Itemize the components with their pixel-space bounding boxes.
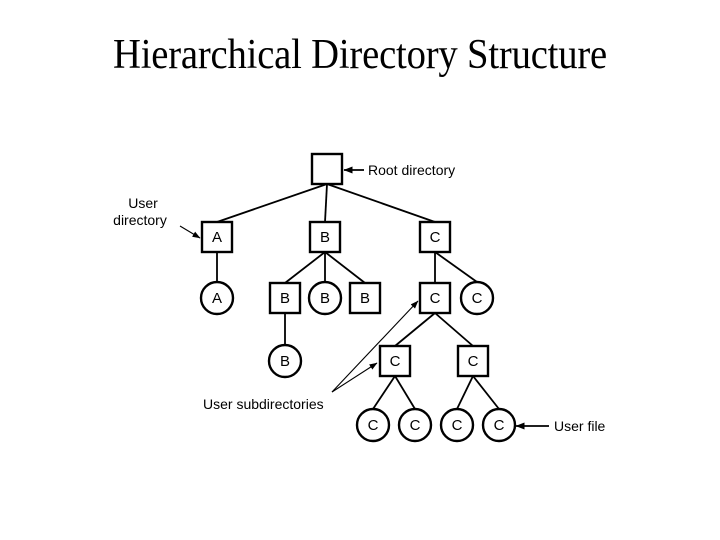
tree-node-label: C [472,290,483,307]
tree-node-label: C [390,353,401,370]
annotation-arrow-icon [179,225,201,239]
tree-edges [216,183,500,410]
tree-node-b1[interactable]: B [308,220,342,254]
tree-node-c4b[interactable]: C [397,407,433,443]
tree-node-c2[interactable]: C [418,281,452,315]
file-circle-icon [267,343,303,379]
tree-edge [324,183,328,223]
annotation-arrow-icon [331,300,419,393]
tree-node-label: C [368,417,379,434]
annotation-label: User subdirectories [203,396,324,412]
annotation-label: Root directory [368,162,455,178]
annotation-root-directory: Root directory [343,162,455,178]
tree-node-b2c[interactable]: B [348,281,382,315]
tree-edge [372,375,396,410]
tree-node-label: A [212,290,222,307]
directory-box-icon [308,220,342,254]
tree-edge [434,312,474,347]
tree-node-label: C [430,229,441,246]
annotation-arrow-icon [331,362,378,393]
tree-node-a1[interactable]: A [200,220,234,254]
directory-box-icon [418,220,452,254]
file-circle-icon [481,407,517,443]
tree-node-a2[interactable]: A [199,280,235,316]
annotation-label: User [128,195,158,211]
annotation-label: User file [554,418,606,434]
tree-edge [456,375,474,410]
tree-node-c4c[interactable]: C [439,407,475,443]
tree-edge [324,251,366,284]
tree-node-c3b[interactable]: C [456,344,490,378]
tree-node-c3a[interactable]: C [378,344,412,378]
tree-node-label: B [360,290,370,307]
annotation-user-file: User file [515,418,606,434]
tree-node-label: C [468,353,479,370]
tree-edge [394,375,416,410]
tree-node-label: C [494,417,505,434]
tree-edge [434,251,478,283]
tree-edge [216,183,328,223]
directory-box-icon [348,281,382,315]
tree-node-root[interactable] [310,152,344,186]
file-circle-icon [397,407,433,443]
page-title: Hierarchical Directory Structure [112,32,608,78]
tree-nodes: A B C A B B B C C B C C C C C C [199,152,517,443]
tree-node-b2a[interactable]: B [268,281,302,315]
file-circle-icon [459,280,495,316]
directory-box-icon [310,152,344,186]
tree-node-label: C [410,417,421,434]
tree-edge [472,375,500,410]
tree-edge [394,312,436,347]
tree-node-label: C [430,290,441,307]
tree-node-label: A [212,229,222,246]
annotation-label: directory [113,212,167,228]
annotation-user-subdirectories: User subdirectories [203,300,419,412]
tree-node-c4a[interactable]: C [355,407,391,443]
tree-node-label: B [320,290,330,307]
tree-node-c2b[interactable]: C [459,280,495,316]
directory-box-icon [268,281,302,315]
tree-node-b3[interactable]: B [267,343,303,379]
directory-box-icon [418,281,452,315]
tree-node-label: B [280,353,290,370]
directory-box-icon [456,344,490,378]
tree-node-c1[interactable]: C [418,220,452,254]
tree-node-label: C [452,417,463,434]
file-circle-icon [199,280,235,316]
directory-box-icon [378,344,412,378]
tree-edge [284,251,326,284]
tree-edge [326,183,436,223]
tree-node-label: B [280,290,290,307]
tree-node-label: B [320,229,330,246]
file-circle-icon [307,280,343,316]
file-circle-icon [355,407,391,443]
file-circle-icon [439,407,475,443]
tree-node-c4d[interactable]: C [481,407,517,443]
tree-node-b2b[interactable]: B [307,280,343,316]
directory-box-icon [200,220,234,254]
